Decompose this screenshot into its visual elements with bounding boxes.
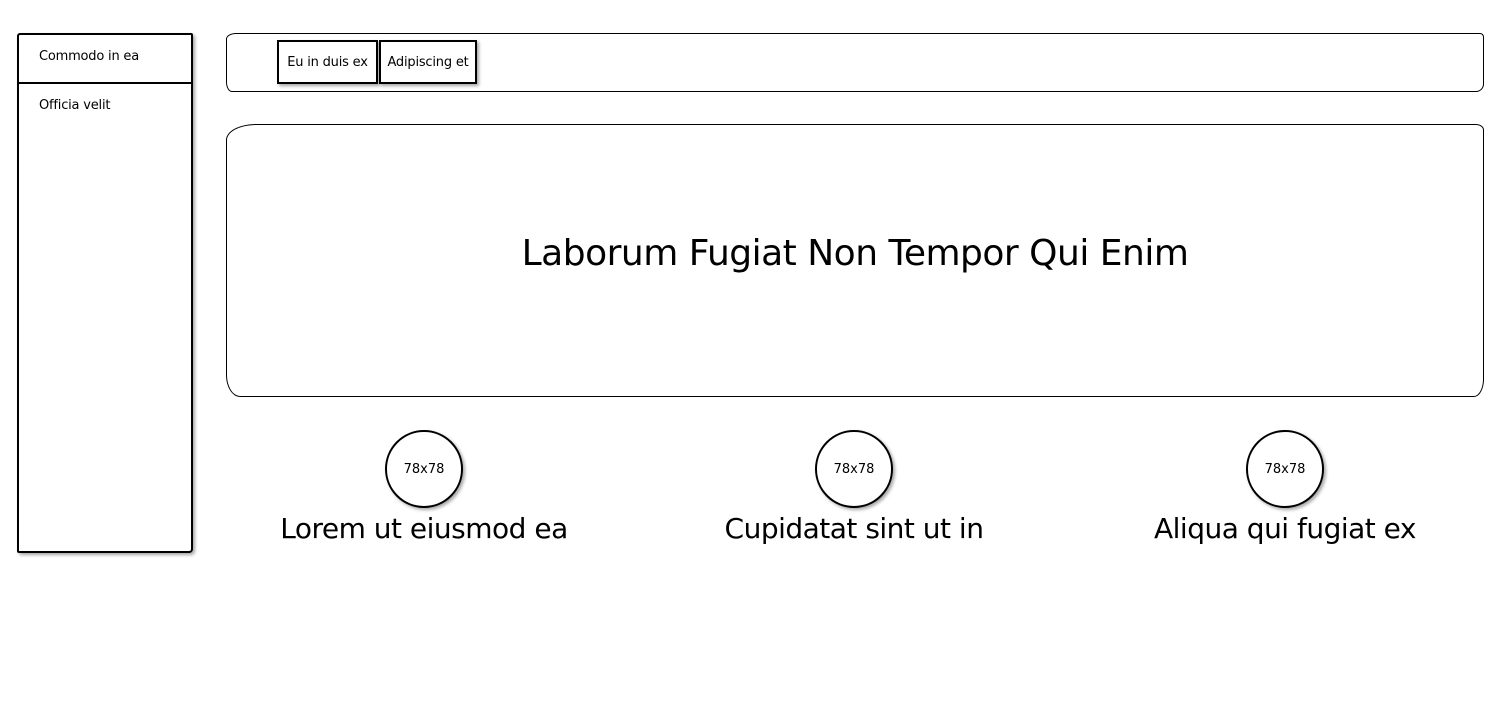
tab-label: Adipiscing et	[387, 54, 469, 70]
sidebar: Commodo in ea Officia velit	[17, 33, 193, 553]
image-placeholder: 78x78	[815, 430, 893, 508]
tab-eu-in-duis-ex[interactable]: Eu in duis ex	[277, 40, 378, 84]
feature-label: Cupidatat sint ut in	[724, 512, 984, 545]
hero-title: Laborum Fugiat Non Tempor Qui Enim	[521, 233, 1189, 274]
image-size-label: 78x78	[403, 461, 445, 477]
image-size-label: 78x78	[1264, 461, 1306, 477]
tab-adipiscing-et[interactable]: Adipiscing et	[379, 40, 477, 84]
hero-panel: Laborum Fugiat Non Tempor Qui Enim	[226, 124, 1484, 397]
image-size-label: 78x78	[833, 461, 875, 477]
sidebar-item-officia[interactable]: Officia velit	[19, 84, 191, 133]
feature-label: Lorem ut eiusmod ea	[280, 512, 568, 545]
sidebar-item-label: Commodo in ea	[39, 49, 139, 64]
tab-label: Eu in duis ex	[287, 54, 368, 70]
feature-card: 78x78 Cupidatat sint ut in	[664, 430, 1044, 545]
feature-card: 78x78 Aliqua qui fugiat ex	[1095, 430, 1475, 545]
feature-card: 78x78 Lorem ut eiusmod ea	[234, 430, 614, 545]
image-placeholder: 78x78	[385, 430, 463, 508]
feature-label: Aliqua qui fugiat ex	[1154, 512, 1417, 545]
sidebar-item-commodo[interactable]: Commodo in ea	[19, 35, 191, 84]
top-bar: Eu in duis ex Adipiscing et	[226, 33, 1484, 92]
sidebar-item-label: Officia velit	[39, 98, 111, 113]
image-placeholder: 78x78	[1246, 430, 1324, 508]
